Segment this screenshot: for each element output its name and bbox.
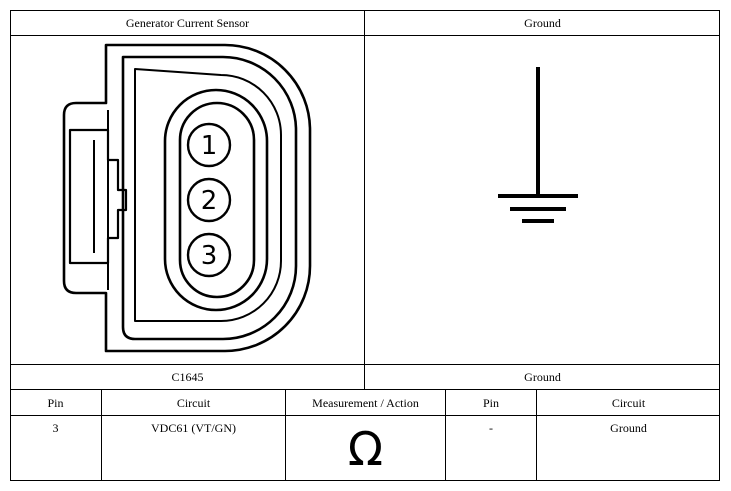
connector-latch <box>68 128 128 265</box>
ground-symbol <box>498 67 578 223</box>
row-pin: 3 <box>52 421 59 435</box>
connector-caption: C1645 <box>171 370 204 384</box>
connector-shell-ridge <box>134 68 282 322</box>
header-circuit-2: Circuit <box>611 396 646 410</box>
connector-shell-inner <box>121 55 298 341</box>
header-circuit: Circuit <box>176 396 211 410</box>
caption-row-top-divider <box>10 364 720 365</box>
row-circuit: VDC61 (VT/GN) <box>151 421 236 435</box>
table-header-bottom-divider <box>10 415 720 416</box>
header-pin: Pin <box>47 396 64 410</box>
pin-cavity-outer <box>163 88 269 312</box>
row-pin-2: - <box>489 421 493 435</box>
table-col-divider-3 <box>445 389 446 481</box>
row-circuit-2: Ground <box>610 421 647 435</box>
table-col-divider-1 <box>101 389 102 481</box>
connector-drawing: 1 2 3 <box>62 43 312 353</box>
pin-1-circle <box>186 122 232 168</box>
title-row-divider <box>10 35 720 36</box>
pin-2-circle <box>186 177 232 223</box>
header-measurement: Measurement / Action <box>312 396 419 410</box>
table-col-divider-2 <box>285 389 286 481</box>
table-col-divider-4 <box>536 389 537 481</box>
pin-3-label: 3 <box>201 241 218 271</box>
connector-outer-shell <box>62 43 312 353</box>
ohm-icon: Ω <box>347 422 384 476</box>
ground-title: Ground <box>524 16 561 30</box>
connector-title: Generator Current Sensor <box>125 16 250 30</box>
ground-caption: Ground <box>524 370 561 384</box>
diagram-frame <box>10 10 720 481</box>
pin-3-circle <box>186 232 232 278</box>
pin-cavity-inner <box>178 101 256 299</box>
header-pin-2: Pin <box>482 396 499 410</box>
pin-2-label: 2 <box>201 186 218 216</box>
pin-1-label: 1 <box>201 131 218 161</box>
top-center-divider <box>364 10 365 390</box>
table-header-top-divider <box>10 389 720 390</box>
